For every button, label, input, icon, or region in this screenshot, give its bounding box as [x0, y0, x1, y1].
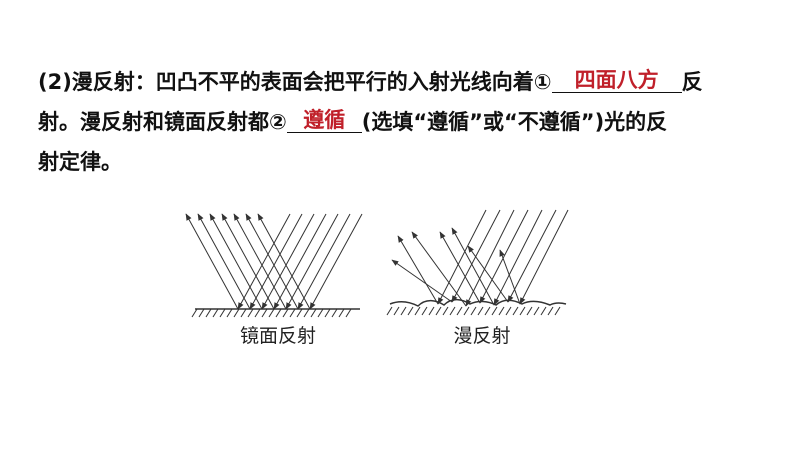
- reflected-ray: [209, 213, 263, 310]
- surface-hatching: [191, 308, 352, 318]
- hatch-line: [491, 306, 498, 316]
- hatch-line: [212, 308, 219, 318]
- incident-ray: [519, 209, 569, 305]
- hatch-line: [554, 306, 561, 316]
- hatch-line: [505, 306, 512, 316]
- incident-ray: [285, 213, 339, 310]
- hatch-line: [254, 308, 261, 318]
- reflected-ray: [499, 249, 521, 305]
- answer-blank-2: 遵循: [286, 108, 362, 133]
- hatch-line: [226, 308, 233, 318]
- reflected-ray: [439, 231, 481, 304]
- hatch-line: [449, 306, 456, 316]
- hatch-line: [477, 306, 484, 316]
- incident-ray: [507, 209, 557, 303]
- hatch-line: [512, 306, 519, 316]
- hatch-line: [547, 306, 554, 316]
- mirror-reflection-diagram: 镜面反射: [185, 213, 363, 347]
- hatch-line: [540, 306, 547, 316]
- question-text-part: (选填“遵循”或“不遵循”)光的反: [361, 110, 668, 134]
- incident-ray: [493, 209, 543, 306]
- hatch-line: [219, 308, 226, 318]
- hatch-line: [205, 308, 212, 318]
- hatch-line: [428, 306, 435, 316]
- reflected-ray: [451, 227, 495, 306]
- reflected-ray: [411, 231, 467, 307]
- hatch-line: [303, 308, 310, 318]
- incident-ray: [249, 213, 303, 310]
- reflected-ray: [257, 213, 311, 310]
- question-text-part: 反: [681, 70, 703, 94]
- hatch-line: [533, 306, 540, 316]
- hatch-line: [317, 308, 324, 318]
- incident-ray: [273, 213, 327, 310]
- mirror-rays: [185, 213, 363, 310]
- answer-1: 四面八方: [574, 68, 659, 92]
- hatch-line: [247, 308, 254, 318]
- hatch-line: [442, 306, 449, 316]
- reflected-ray: [185, 213, 239, 310]
- hatch-line: [345, 308, 352, 318]
- hatch-line: [386, 306, 393, 316]
- hatch-line: [456, 306, 463, 316]
- hatch-line: [498, 306, 505, 316]
- hatch-line: [261, 308, 268, 318]
- reflected-ray: [467, 245, 509, 303]
- incident-ray: [451, 209, 501, 303]
- hatch-line: [331, 308, 338, 318]
- hatch-line: [338, 308, 345, 318]
- hatch-line: [414, 306, 421, 316]
- incident-ray: [479, 209, 529, 304]
- answer-blank-1: 四面八方: [551, 68, 682, 93]
- question-text-part: (2)漫反射：凹凸不平的表面会把平行的入射光线向着①: [38, 70, 552, 94]
- hatch-line: [198, 308, 205, 318]
- hatch-line: [240, 308, 247, 318]
- reflected-ray: [397, 235, 439, 305]
- diffuse-caption: 漫反射: [453, 325, 510, 347]
- hatch-line: [282, 308, 289, 318]
- hatch-line: [393, 306, 400, 316]
- rough-surface: [389, 298, 567, 307]
- incident-ray: [309, 213, 363, 310]
- reflected-ray: [233, 213, 287, 310]
- hatch-line: [470, 306, 477, 316]
- hatch-line: [484, 306, 491, 316]
- question-line-2: 射。漫反射和镜面反射都② 遵循 (选填“遵循”或“不遵循”)光的反: [38, 102, 768, 142]
- hatch-line: [324, 308, 331, 318]
- hatch-line: [421, 306, 428, 316]
- reflected-ray: [245, 213, 299, 310]
- hatch-line: [268, 308, 275, 318]
- hatch-line: [400, 306, 407, 316]
- hatch-line: [233, 308, 240, 318]
- incident-ray: [297, 213, 351, 310]
- hatch-line: [435, 306, 442, 316]
- reflected-ray: [197, 213, 251, 310]
- hatch-line: [526, 306, 533, 316]
- surface-hatching: [386, 306, 561, 316]
- hatch-line: [296, 308, 303, 318]
- question-text-part: 射。漫反射和镜面反射都②: [38, 110, 287, 134]
- hatch-line: [275, 308, 282, 318]
- question-line-1: (2)漫反射：凹凸不平的表面会把平行的入射光线向着① 四面八方反: [38, 62, 768, 102]
- reflected-ray: [391, 259, 453, 303]
- hatch-line: [519, 306, 526, 316]
- question-text-part: 射定律。: [38, 150, 122, 174]
- reflected-ray: [221, 213, 275, 310]
- incident-ray: [261, 213, 315, 310]
- incident-ray: [437, 209, 487, 305]
- mirror-caption: 镜面反射: [240, 325, 316, 347]
- diffuse-reflection-diagram: 漫反射: [386, 209, 569, 347]
- hatch-line: [191, 308, 198, 318]
- question-line-3: 射定律。: [38, 142, 768, 182]
- hatch-line: [463, 306, 470, 316]
- answer-2: 遵循: [303, 108, 346, 132]
- diffuse-rays: [391, 209, 569, 307]
- hatch-line: [407, 306, 414, 316]
- question-text: (2)漫反射：凹凸不平的表面会把平行的入射光线向着① 四面八方反 射。漫反射和镜面…: [38, 62, 768, 182]
- incident-ray: [237, 213, 291, 310]
- hatch-line: [310, 308, 317, 318]
- hatch-line: [289, 308, 296, 318]
- incident-ray: [465, 209, 515, 307]
